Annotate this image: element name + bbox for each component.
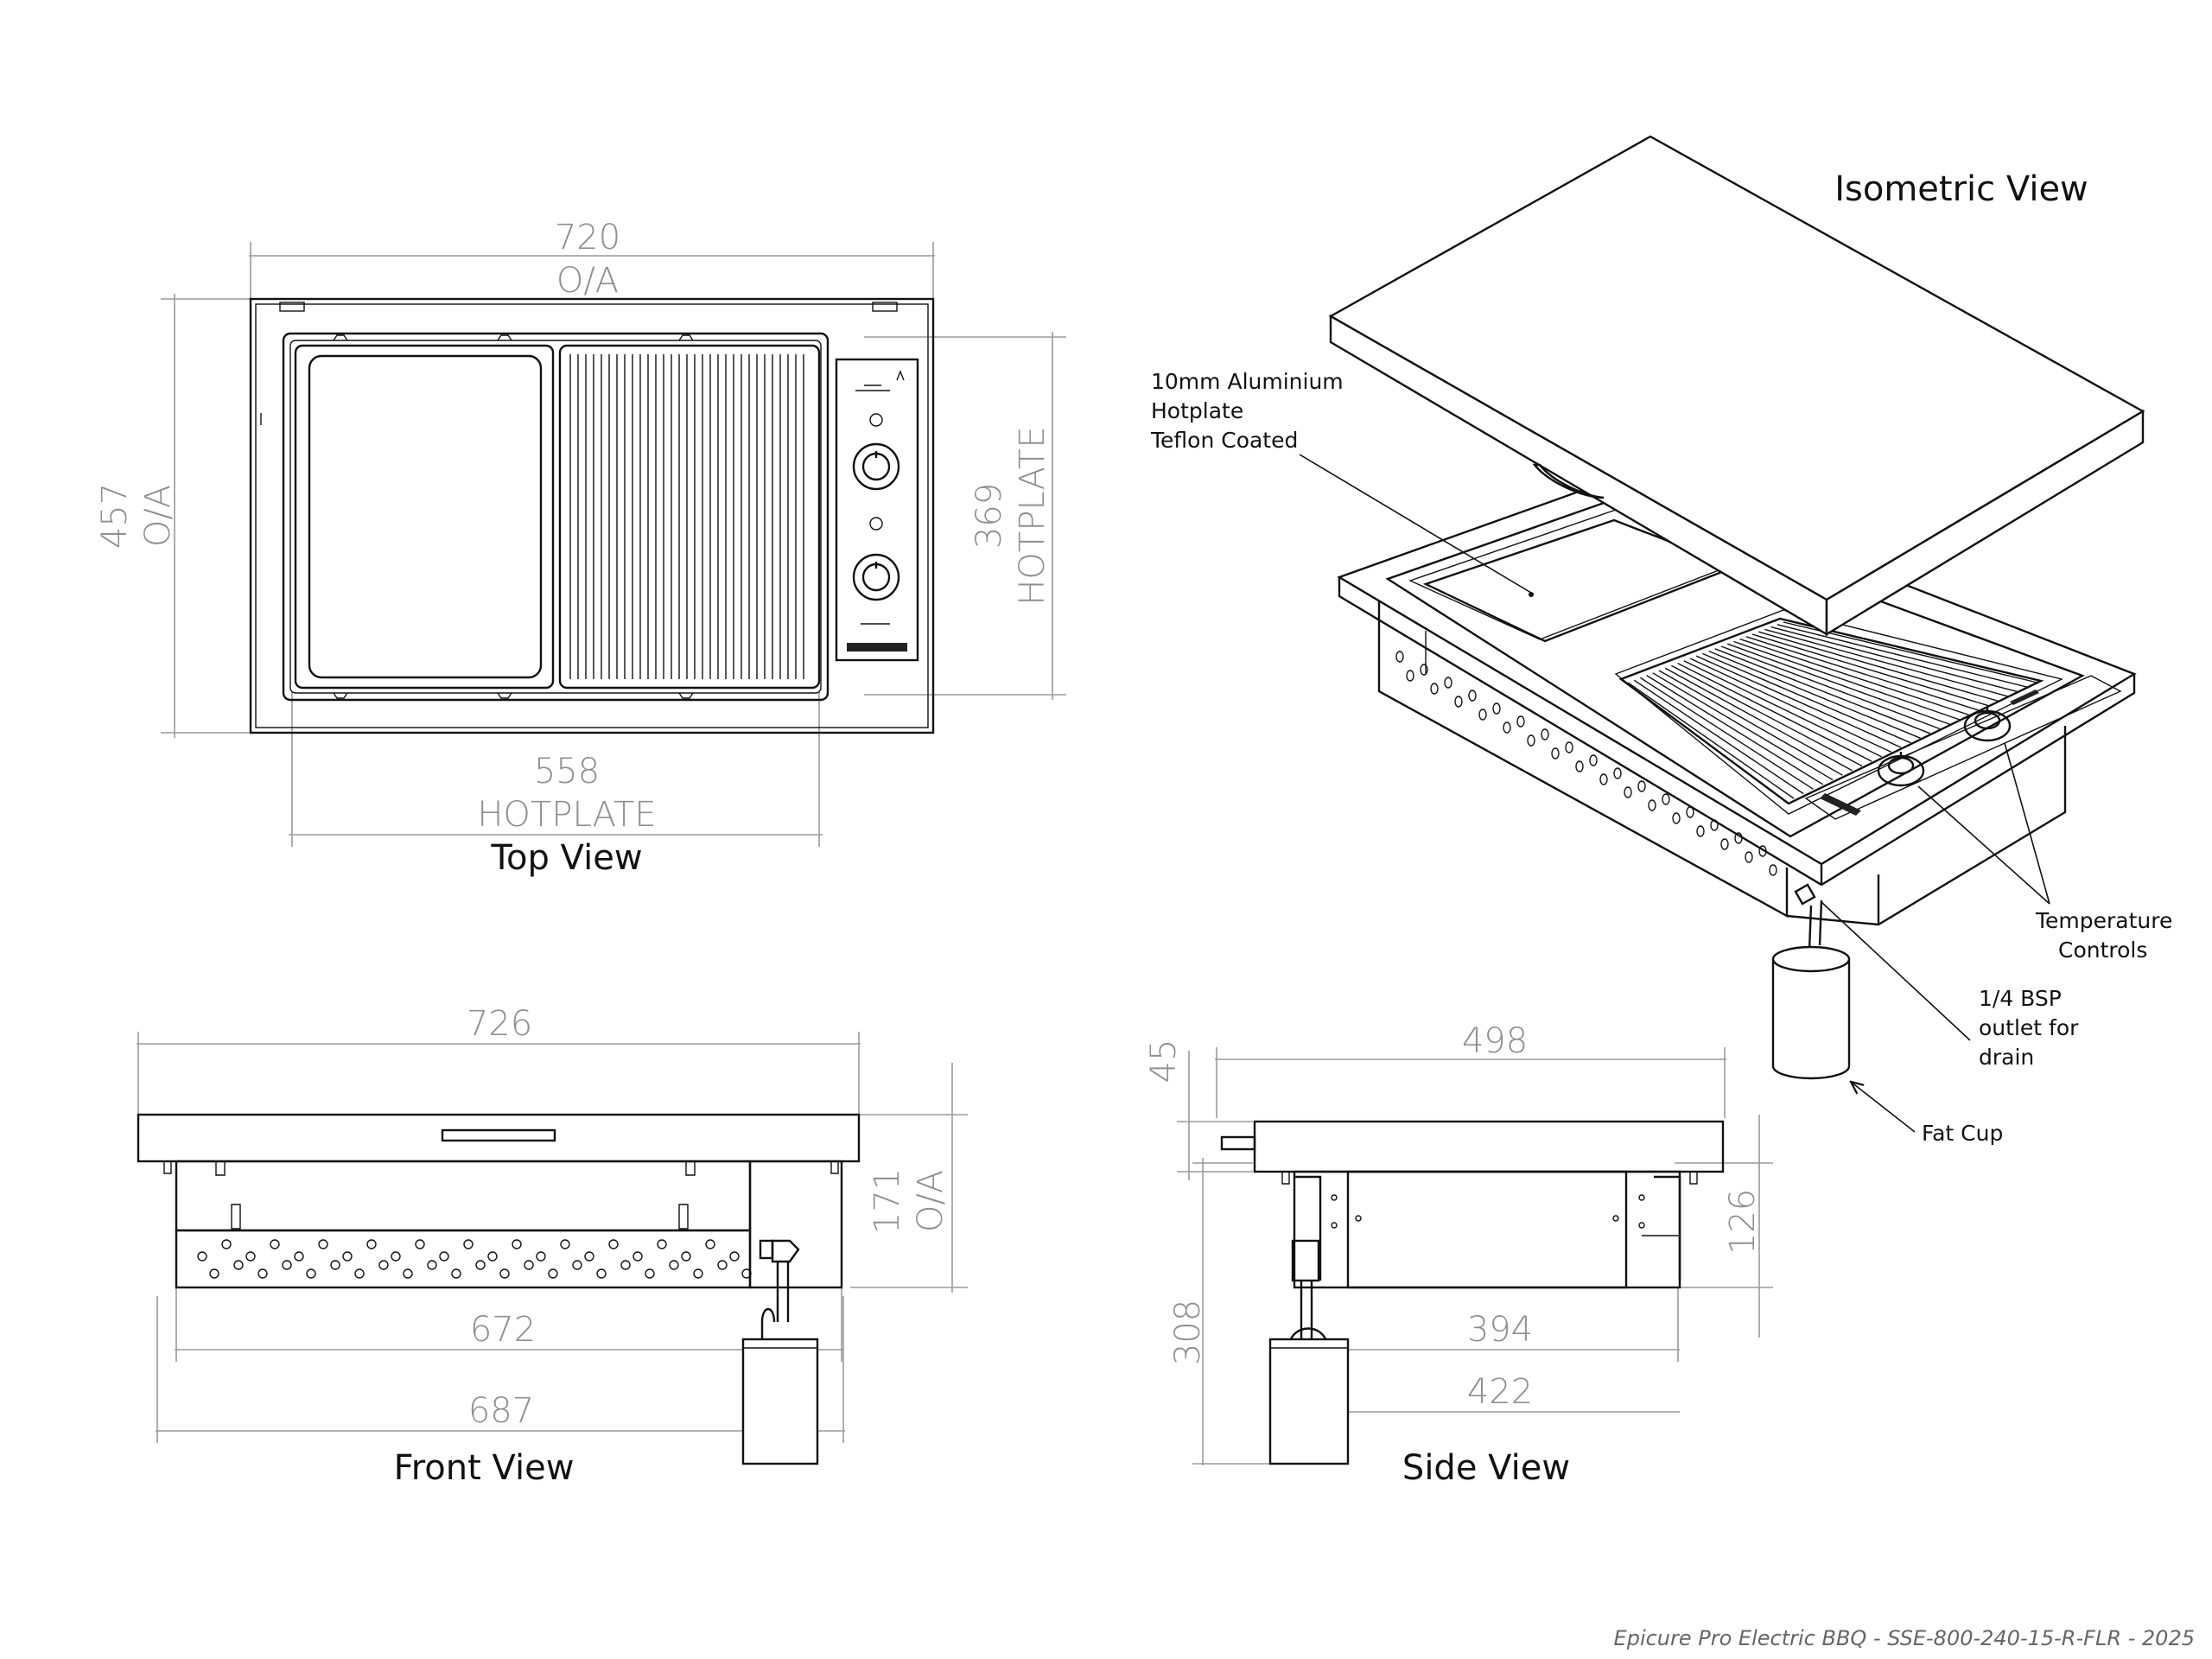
- front-inner-width-value: 672: [470, 1310, 536, 1350]
- side-depth-dimension: 498: [1215, 1021, 1726, 1118]
- side-lip-dimension: 45: [1144, 1039, 1253, 1180]
- side-lip-value: 45: [1144, 1039, 1184, 1084]
- top-hotplate-depth-dimension: 369 HOTPLATE: [864, 332, 1066, 700]
- callout-drain-line3: drain: [1979, 1045, 2034, 1070]
- isometric-lid: [1328, 135, 2145, 637]
- isometric-view-title: Isometric View: [1834, 169, 2088, 209]
- isometric-grill-ribs: [1627, 621, 2038, 799]
- top-view-title: Top View: [490, 838, 642, 878]
- callout-temperature: Temperature Controls: [1917, 742, 2172, 963]
- callout-temp-line2: Controls: [2058, 938, 2147, 963]
- side-inner-depth-dimension: 394: [1303, 1287, 1680, 1362]
- side-body-depth-dimension: 422: [1282, 1372, 1680, 1413]
- side-body-height-dimension: 126: [1675, 1115, 1773, 1338]
- callout-fatcup-label: Fat Cup: [1922, 1121, 2003, 1146]
- front-view-body: [137, 1113, 861, 1465]
- front-inner-width-dimension: 672: [175, 1286, 843, 1362]
- front-width-value: 726: [467, 1004, 532, 1044]
- front-body-width-value: 687: [468, 1391, 534, 1431]
- side-view-body: [1220, 1120, 1725, 1465]
- callout-hotplate: 10mm Aluminium Hotplate Teflon Coated: [1150, 369, 1532, 594]
- top-depth-dimension: 457 O/A: [95, 294, 251, 738]
- footer-caption: Epicure Pro Electric BBQ - SSE-800-240-1…: [1614, 1626, 2195, 1650]
- front-height-label: O/A: [911, 1170, 950, 1232]
- side-body-depth-value: 422: [1467, 1372, 1533, 1412]
- side-depth-value: 498: [1462, 1021, 1528, 1061]
- front-height-value: 171: [868, 1168, 907, 1234]
- callout-drain-line2: outlet for: [1979, 1015, 2079, 1040]
- isometric-knob-1: [1877, 752, 1925, 787]
- top-hotplate-depth-label: HOTPLATE: [1013, 426, 1052, 605]
- side-body-height-value: 126: [1723, 1189, 1763, 1255]
- callout-hotplate-line1: 10mm Aluminium: [1151, 369, 1344, 394]
- top-hotplate-width-value: 558: [534, 752, 600, 791]
- isometric-knob-2: [1963, 707, 2012, 742]
- callout-fatcup: Fat Cup: [1851, 1082, 2003, 1146]
- callout-hotplate-line2: Hotplate: [1151, 398, 1243, 423]
- callout-hotplate-line3: Teflon Coated: [1150, 428, 1298, 453]
- side-drain-height-value: 308: [1168, 1300, 1208, 1365]
- front-width-dimension: 726: [137, 1004, 861, 1115]
- top-view: 720 O/A 457 O/A 369 HOTPLATE 558 HOTPLAT…: [95, 218, 1066, 878]
- isometric-vent-holes: [1395, 651, 1777, 876]
- front-view: 726 171 O/A 672 687: [137, 1004, 968, 1488]
- top-depth-value: 457: [95, 483, 135, 549]
- isometric-base: [1337, 474, 2137, 1080]
- front-height-dimension: 171 O/A: [850, 1063, 968, 1293]
- front-view-title: Front View: [394, 1448, 575, 1488]
- callout-drain: 1/4 BSP outlet for drain: [1821, 901, 2079, 1070]
- control-panel: [835, 358, 919, 662]
- callout-drain-line1: 1/4 BSP: [1979, 986, 2062, 1011]
- front-vent-holes: [197, 1239, 752, 1279]
- callout-temp-line1: Temperature: [2035, 908, 2172, 933]
- top-depth-label: O/A: [138, 485, 178, 547]
- top-width-label: O/A: [556, 261, 619, 301]
- grill-ribs: [569, 354, 804, 679]
- side-inner-depth-value: 394: [1467, 1310, 1533, 1350]
- top-hotplate-width-dimension: 558 HOTPLATE: [289, 691, 823, 847]
- top-hotplate-depth-value: 369: [969, 483, 1009, 549]
- front-body-width-dimension: 687: [156, 1296, 845, 1443]
- top-width-dimension: 720 O/A: [249, 218, 935, 301]
- side-drain-height-dimension: 308: [1168, 1158, 1296, 1465]
- top-hotplate-width-label: HOTPLATE: [477, 795, 656, 835]
- isometric-view: Isometric View: [1150, 135, 2172, 1146]
- top-view-body: [249, 297, 935, 734]
- top-width-value: 720: [555, 218, 620, 257]
- side-view-title: Side View: [1402, 1448, 1570, 1488]
- side-view: 45 498 126 308 394 422: [1144, 1021, 1773, 1488]
